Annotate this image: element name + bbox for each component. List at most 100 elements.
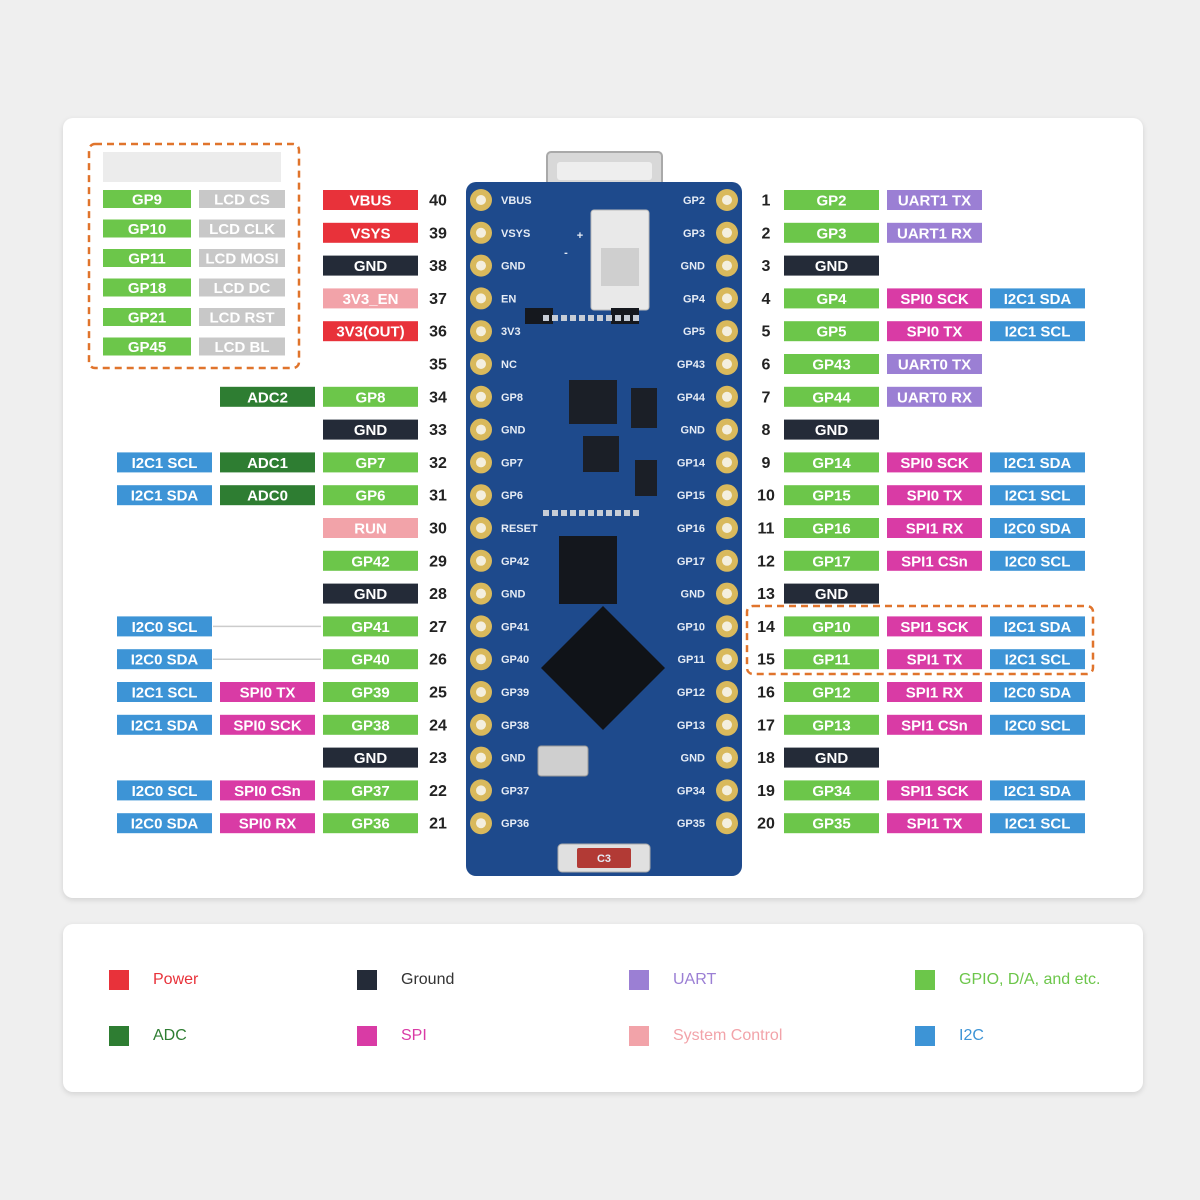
pin-label-text: GP10 — [812, 619, 850, 636]
pin-number: 38 — [429, 258, 447, 275]
pin-hole — [476, 523, 486, 533]
pin-label-gpio: GP38 — [323, 714, 418, 735]
pin-label-box — [784, 452, 879, 473]
pin-label-box — [784, 354, 879, 374]
pin-label-text: LCD CLK — [209, 221, 275, 238]
pin-label-text: ADC2 — [247, 389, 288, 406]
pin-hole — [476, 195, 486, 205]
pin-label-i2c: I2C1 SDA — [117, 714, 212, 735]
pin-label-text: I2C1 SCL — [1005, 816, 1071, 833]
pin-label-box — [784, 616, 879, 637]
pin-number: 14 — [757, 619, 775, 636]
pin-label-box — [887, 386, 982, 407]
pin-label-box — [990, 321, 1085, 342]
pin-label-text: GP45 — [128, 339, 166, 356]
pin-label-box — [220, 682, 315, 702]
pin-number: 8 — [762, 422, 771, 439]
pin-label-box — [323, 747, 418, 768]
pin-label-gpio: GP10 — [103, 219, 191, 238]
pin-label-text: I2C1 SCL — [1005, 488, 1071, 505]
pin-hole — [722, 588, 732, 599]
pin-label-ground: GND — [784, 583, 879, 604]
pin-label-box — [887, 780, 982, 801]
pin-number: 35 — [429, 357, 447, 374]
legend-swatch — [109, 1026, 129, 1046]
pin-label-system: 3V3_EN — [323, 288, 418, 309]
pin-hole — [722, 391, 732, 402]
pin-label-box — [323, 518, 418, 538]
pin-label-i2c: I2C0 SCL — [117, 780, 212, 801]
pin-label-box — [887, 616, 982, 637]
pin-label-ground: GND — [784, 419, 879, 440]
legend-item-system: System Control — [629, 1024, 782, 1048]
pin-label-ground: GND — [784, 255, 879, 276]
pin-hole — [722, 293, 732, 304]
pin-label-spi: SPI0 SCK — [887, 288, 982, 309]
pin-silkscreen: 3V3 — [501, 326, 521, 338]
pin-label-text: I2C0 SDA — [131, 816, 199, 833]
pin-label-text: GP8 — [355, 389, 385, 406]
legend-swatch — [357, 1026, 377, 1046]
pin-label-text: I2C1 SDA — [131, 717, 199, 734]
pin-label-text: GP36 — [351, 816, 389, 833]
legend-label: ADC — [153, 1027, 187, 1044]
pin-label-spi: SPI0 TX — [887, 485, 982, 506]
pin-label-i2c: I2C0 SDA — [117, 649, 212, 670]
pin-label-gpio: GP12 — [784, 682, 879, 702]
pin-label-text: UART1 TX — [898, 193, 971, 210]
pin-label-box — [103, 219, 191, 238]
pin-number: 16 — [757, 685, 775, 702]
pin-label-i2c: I2C1 SCL — [990, 649, 1085, 670]
pin-label-text: LCD MOSI — [205, 251, 278, 268]
pin-silkscreen: GND — [501, 753, 526, 765]
pin-label-text: SPI1 TX — [907, 652, 963, 669]
pin-label-gpio: GP8 — [323, 386, 418, 407]
pin-hole — [476, 293, 486, 304]
pin-number: 34 — [429, 389, 447, 406]
pin-number: 17 — [757, 717, 775, 734]
test-pad — [615, 510, 621, 516]
pin-label-text: LCD DC — [214, 280, 271, 297]
pin-label-box — [323, 321, 418, 342]
pin-label-text: GP6 — [355, 488, 385, 505]
pin-hole — [722, 752, 732, 763]
pin-number: 1 — [762, 193, 771, 210]
pin-label-gpio: GP21 — [103, 308, 191, 327]
battery-minus-mark: - — [564, 247, 568, 259]
pin-silkscreen: GND — [681, 589, 706, 601]
crystal — [537, 745, 589, 777]
inductor — [631, 388, 657, 428]
pin-label-box — [887, 485, 982, 506]
pin-label-text: GP43 — [812, 357, 850, 374]
pin-label-spi: SPI0 TX — [220, 682, 315, 702]
pin-label-gpio: GP6 — [323, 485, 418, 506]
pin-hole — [476, 359, 486, 369]
pin-silkscreen: GP44 — [677, 392, 706, 404]
pin-label-box — [784, 682, 879, 702]
pin-label-text: GP13 — [812, 717, 850, 734]
pin-label-text: SPI1 CSn — [901, 717, 968, 734]
pin-label-text: GP9 — [132, 192, 162, 209]
pin-label-i2c: I2C0 SCL — [990, 550, 1085, 571]
usb-c-inner — [557, 162, 652, 180]
test-pad — [588, 315, 594, 321]
pin-number: 39 — [429, 225, 447, 242]
legend-swatch — [629, 1026, 649, 1046]
pin-label-text: ADC0 — [247, 488, 288, 505]
pin-label-text: SPI0 TX — [240, 685, 296, 702]
pin-number: 2 — [762, 225, 771, 242]
pin-label-text: GND — [815, 750, 849, 767]
pin-label-gpio: GP39 — [323, 682, 418, 702]
pin-label-text: GP21 — [128, 310, 166, 327]
pin-label-text: I2C0 SCL — [1005, 553, 1071, 570]
pin-label-power: 3V3(OUT) — [323, 321, 418, 342]
pin-label-system: RUN — [323, 518, 418, 538]
pin-label-text: I2C0 SDA — [1004, 521, 1072, 538]
pin-label-box — [887, 354, 982, 374]
